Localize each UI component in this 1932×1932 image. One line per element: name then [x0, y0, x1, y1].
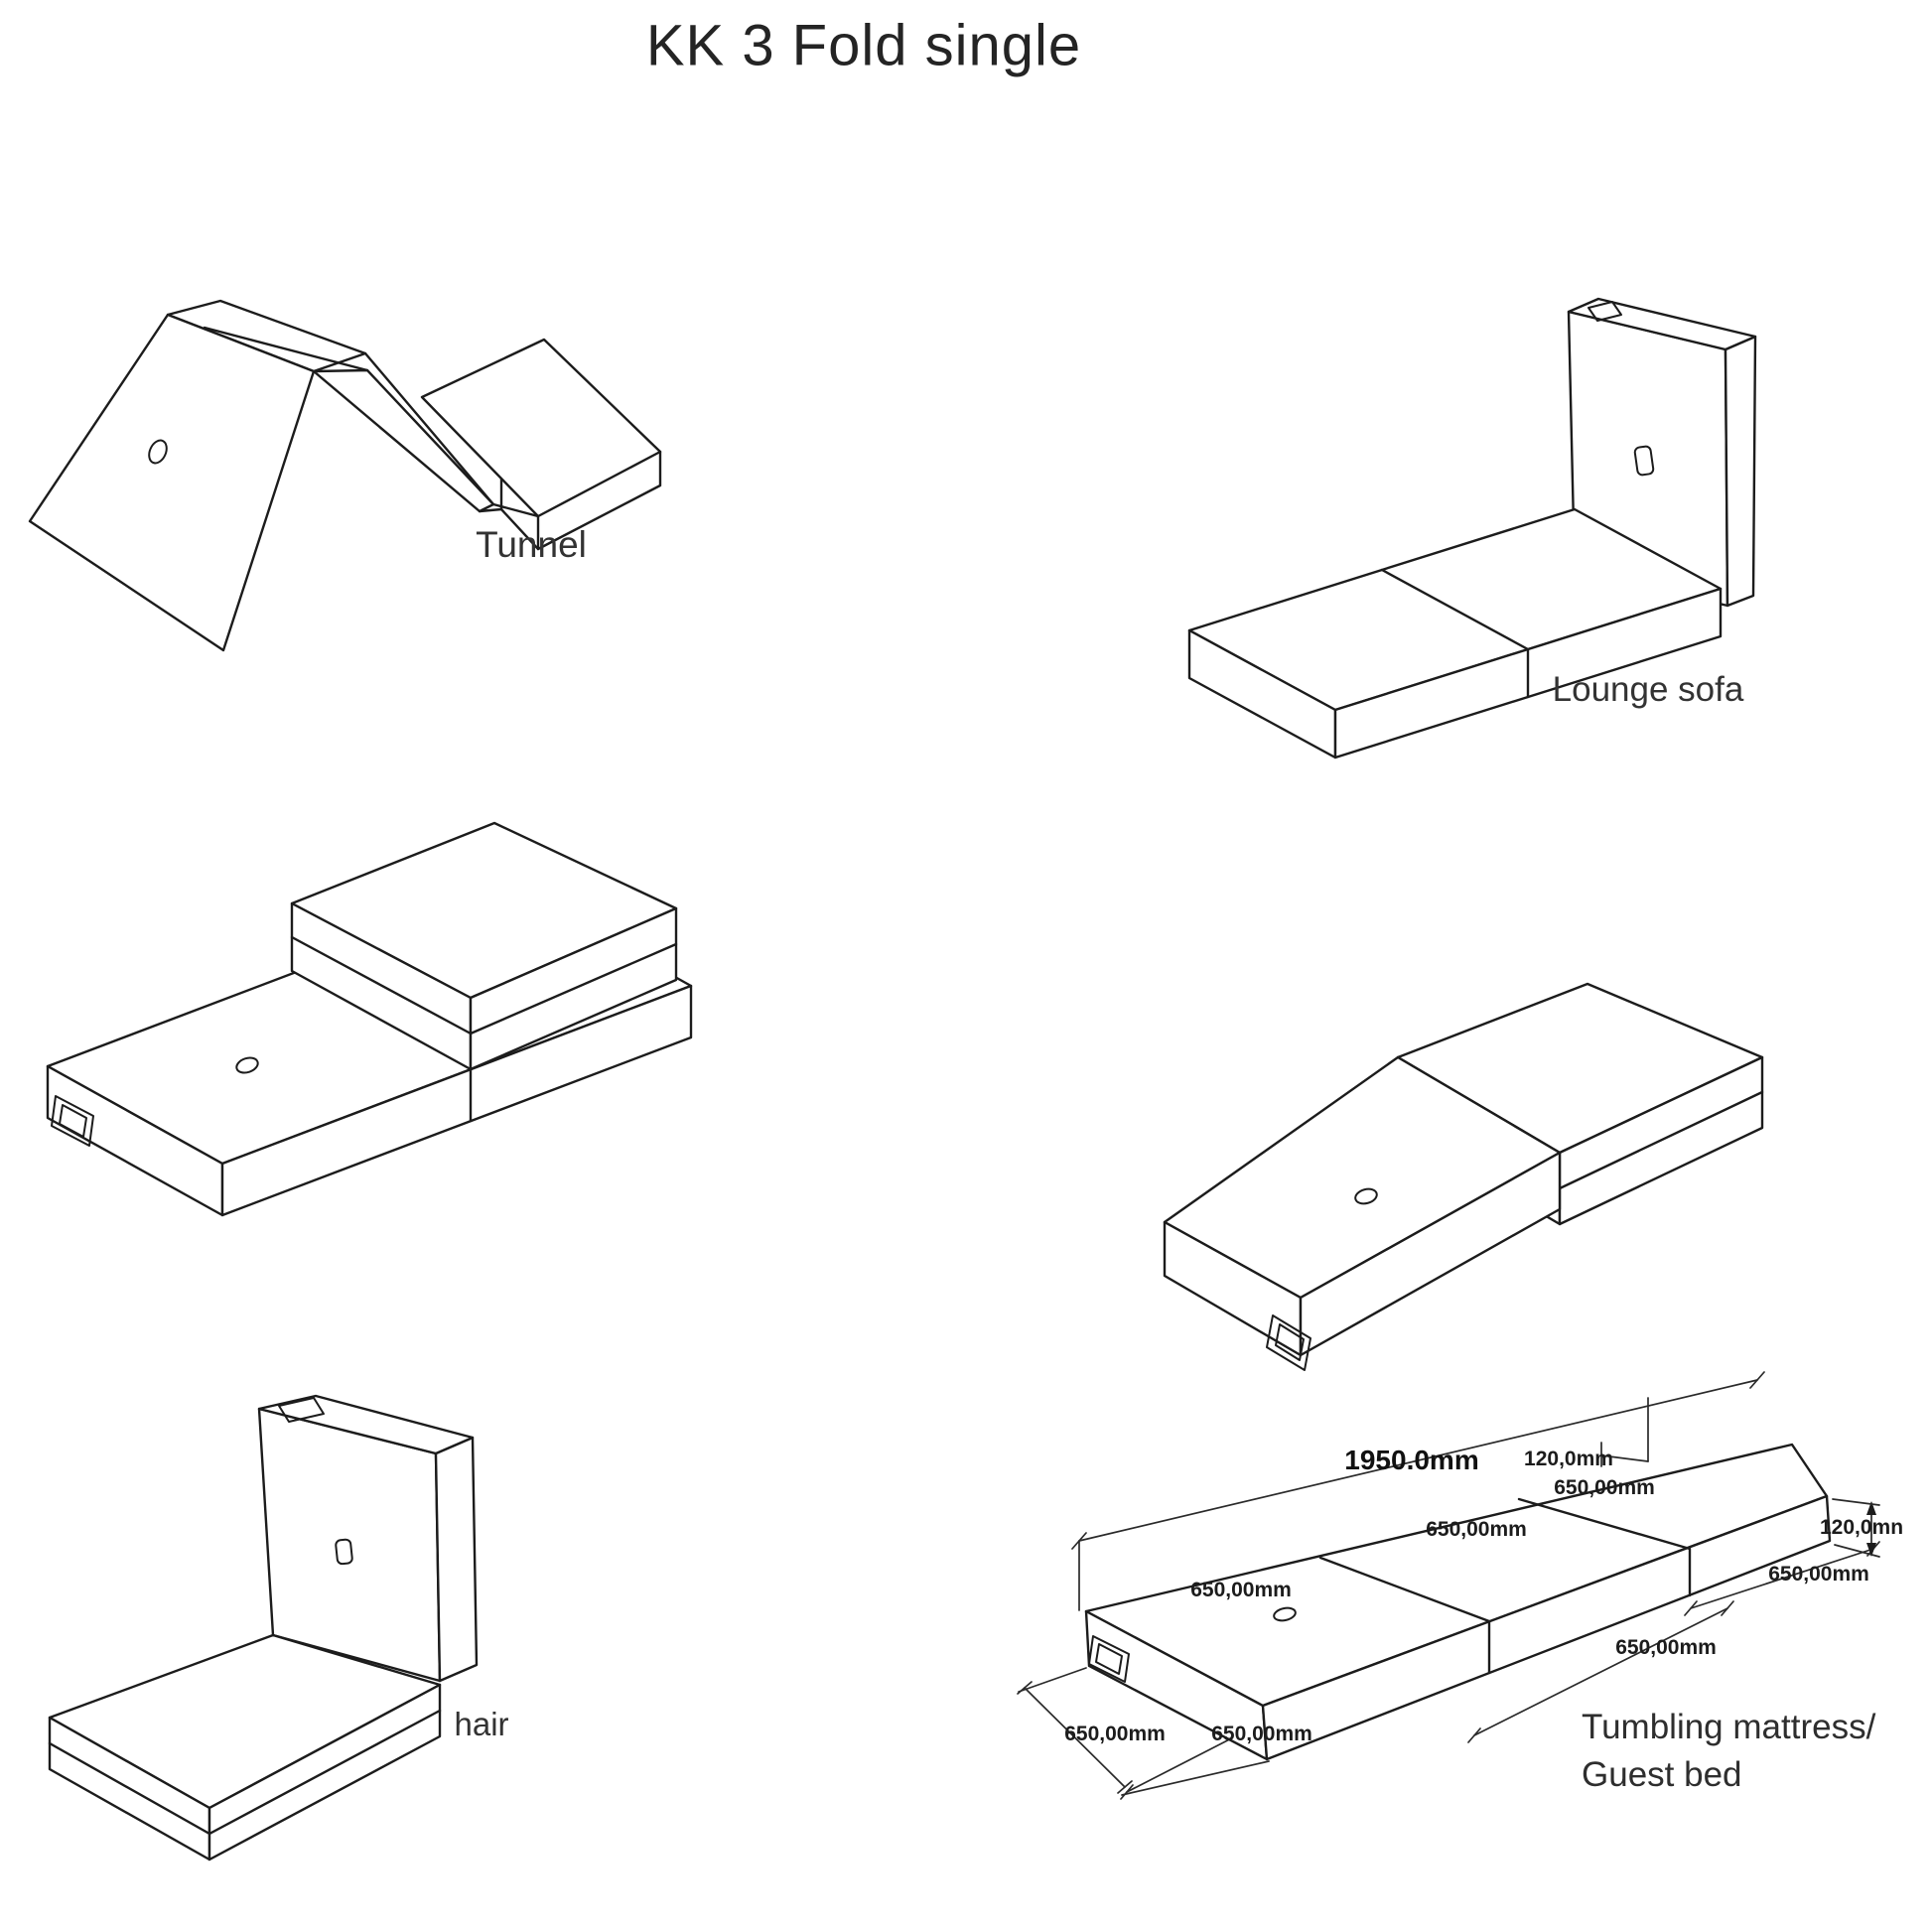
guest-bed-label-line2: Guest bed [1582, 1755, 1742, 1795]
panel-handle-icon [335, 1538, 353, 1566]
dim-segment1-top: 650,00mm [1190, 1579, 1292, 1601]
handle-oval-icon [235, 1056, 259, 1074]
handle-oval-icon [148, 439, 168, 465]
tunnel-figure [28, 299, 662, 652]
dim-segment3-top: 650,00mm [1554, 1476, 1655, 1499]
top-slot-icon [278, 1397, 325, 1423]
end-handle-icon [1266, 1314, 1311, 1371]
lounge-sofa-figure [1187, 297, 1757, 759]
dim-segment3-front: 650,00mm [1768, 1563, 1869, 1586]
lounge-sofa-label: Lounge sofa [1552, 670, 1744, 709]
guest-bed-figure [1017, 1371, 1880, 1800]
guest-bed-label: Tumbling mattress/ Guest bed [1582, 1704, 1875, 1800]
step-fold-figure [46, 821, 693, 1217]
dim-segment2-top: 650,00mm [1426, 1518, 1527, 1541]
handle-oval-icon [1273, 1606, 1297, 1622]
page-title: KK 3 Fold single [645, 13, 1082, 78]
dim-end-thickness-right: 120,0mn [1819, 1516, 1904, 1539]
dim-segment1-front: 650,00mm [1211, 1723, 1312, 1745]
dim-width-left: 650,00mm [1064, 1723, 1166, 1745]
panel-handle-icon [1633, 445, 1655, 477]
dim-overall-length: 1950.0mm [1344, 1445, 1479, 1475]
slope-fold-figure [1163, 982, 1764, 1371]
handle-oval-icon [1354, 1187, 1378, 1205]
top-slot-icon [1587, 301, 1622, 322]
chair-figure [48, 1394, 479, 1862]
dim-end-thickness-top: 120,0mm [1524, 1448, 1613, 1470]
dim-segment2-front: 650,00mm [1615, 1636, 1717, 1659]
end-handle-icon [51, 1095, 94, 1147]
tunnel-label: Tunnel [476, 524, 587, 565]
chair-label: hair [454, 1706, 509, 1742]
guest-bed-label-line1: Tumbling mattress/ [1582, 1708, 1876, 1746]
end-handle-icon [1088, 1635, 1130, 1683]
